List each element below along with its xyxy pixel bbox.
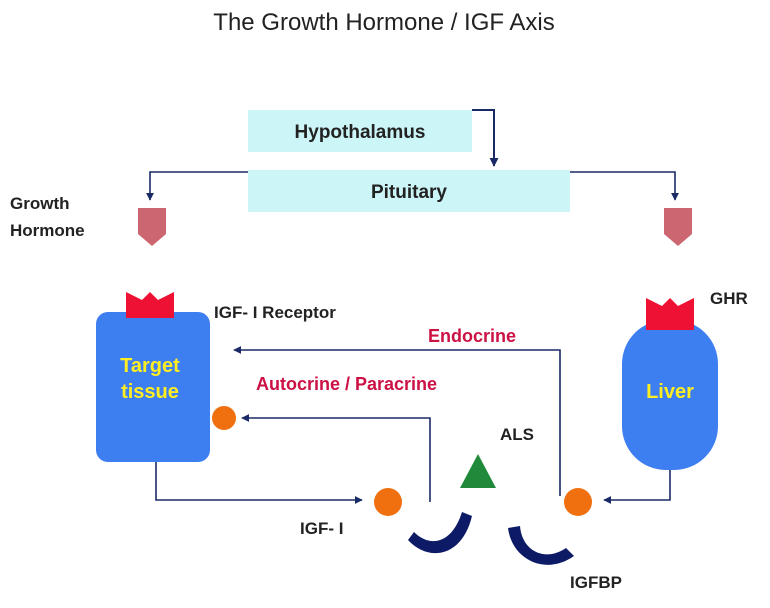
- als-triangle: [460, 454, 496, 488]
- ghr-receptor: [646, 298, 694, 330]
- growth-hormone-shape-right: [664, 208, 692, 246]
- igfbp-right: [508, 526, 574, 565]
- igfbp-left: [408, 512, 472, 554]
- igf1-receptor-label: IGF- I Receptor: [214, 303, 336, 322]
- pituitary-label: Pituitary: [371, 182, 447, 203]
- bound-igf1: [212, 406, 236, 430]
- pituitary-to-left-gh-arrow: [146, 171, 248, 201]
- liver-label: Liver: [646, 381, 694, 403]
- autocrine-paracrine-arrow: [241, 414, 431, 502]
- igfbp-label: IGFBP: [570, 573, 622, 592]
- growth-hormone-label-line1: Growth: [10, 194, 70, 213]
- hypothalamus-box: [248, 110, 472, 152]
- als-label: ALS: [500, 425, 534, 444]
- liver-to-igf1-arrow: [603, 470, 671, 504]
- liver-shape: [622, 320, 718, 470]
- gh-receptor-target: [126, 292, 174, 318]
- target-tissue-shape: [96, 312, 210, 462]
- endocrine-label: Endocrine: [428, 326, 516, 346]
- igf1-circle-right: [564, 488, 592, 516]
- pituitary-box: [248, 170, 570, 212]
- hypothalamus-to-pituitary-arrow: [472, 109, 499, 167]
- growth-hormone-shape-left: [138, 208, 166, 246]
- endocrine-arrow: [233, 346, 561, 496]
- target-tissue-label-line1: Target: [120, 355, 180, 377]
- diagram-title: The Growth Hormone / IGF Axis: [213, 9, 554, 36]
- hypothalamus-label: Hypothalamus: [295, 122, 426, 143]
- target-tissue-label-line2: tissue: [121, 381, 179, 403]
- autocrine-paracrine-label: Autocrine / Paracrine: [256, 374, 437, 394]
- pituitary-to-right-gh-arrow: [570, 171, 679, 201]
- target-to-igf1-arrow: [155, 462, 363, 504]
- igf1-label: IGF- I: [300, 519, 343, 538]
- ghr-label: GHR: [710, 289, 748, 308]
- growth-hormone-label-line2: Hormone: [10, 221, 85, 240]
- igf1-circle-left: [374, 488, 402, 516]
